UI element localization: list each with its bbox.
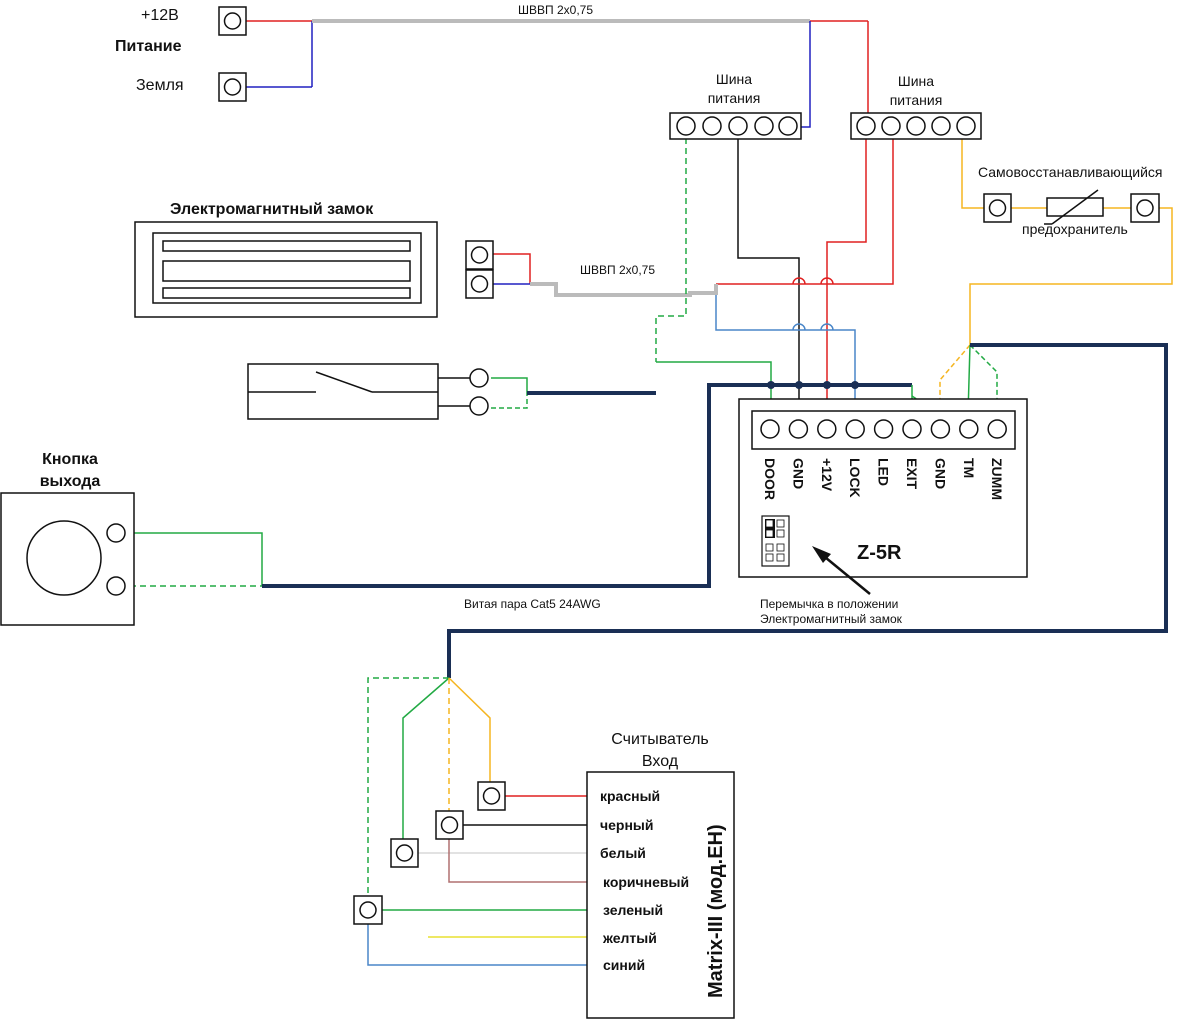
terminal-circle-door bbox=[760, 419, 780, 439]
reader-wire-label: желтый bbox=[602, 930, 657, 946]
reader-wire-labels: красный черный белый коричневый зеленый желты… bbox=[600, 788, 689, 973]
exit-wire bbox=[130, 532, 263, 586]
reader-terminal-black bbox=[435, 810, 464, 840]
terminal-label-gnd: GND bbox=[932, 458, 948, 489]
bus-right-label-1: Шина bbox=[898, 73, 934, 89]
terminal-circle-tm bbox=[959, 419, 979, 439]
lock-title: Электромагнитный замок bbox=[170, 201, 374, 218]
jumper-note-2: Электромагнитный замок bbox=[760, 612, 903, 626]
terminal-circle-exit bbox=[902, 419, 922, 439]
terminal-label-led: LED bbox=[876, 458, 892, 486]
reader-cable bbox=[447, 343, 1168, 678]
lock-minus-wire bbox=[715, 284, 856, 415]
exit-cable bbox=[262, 383, 912, 588]
power-bus-right bbox=[850, 112, 982, 140]
reader-terminal-red bbox=[477, 781, 506, 811]
controller-terminal-circles bbox=[760, 419, 1007, 439]
terminal-label-door: DOOR bbox=[762, 458, 778, 500]
wire-crossing-hops bbox=[792, 277, 834, 331]
reader-wire-label: синий bbox=[603, 957, 645, 973]
fuse-terminal-out bbox=[1130, 193, 1160, 223]
reader-yellow-wire bbox=[448, 677, 491, 782]
power-ground-label: Земля bbox=[136, 77, 184, 94]
fuse-terminal-in bbox=[983, 193, 1012, 223]
lock-terminals bbox=[465, 240, 494, 299]
gnd-wire bbox=[737, 127, 800, 415]
terminal-circle-gnd bbox=[930, 419, 951, 439]
bus-left-label-1: Шина bbox=[716, 71, 752, 87]
jumper-block bbox=[761, 515, 790, 567]
fuse-in-wire bbox=[961, 138, 985, 209]
terminal-circle-plus12v bbox=[817, 419, 837, 439]
exit-button bbox=[0, 492, 135, 626]
terminal-label-lock: LOCK bbox=[847, 458, 863, 498]
door-switch bbox=[247, 363, 489, 420]
fuse-symbol bbox=[1044, 189, 1104, 225]
controller-terminal-labels: DOOR GND +12V LOCK LED EXIT GND TM ZUMM bbox=[762, 458, 1005, 500]
power-cable-label: ШВВП 2х0,75 bbox=[518, 3, 593, 17]
reader-wire-label: белый bbox=[600, 845, 646, 861]
terminal-circle-gnd bbox=[788, 419, 809, 439]
terminal-label-gnd: GND bbox=[790, 458, 806, 489]
terminal-label-plus12v: +12V bbox=[819, 458, 835, 492]
terminal-circle-led bbox=[873, 419, 894, 439]
reader-wire-label: черный bbox=[600, 817, 653, 833]
reader-box bbox=[586, 771, 735, 1019]
jumper-note-1: Перемычка в положении bbox=[760, 597, 898, 611]
bus-left-label-2: питания bbox=[708, 90, 761, 106]
reader-terminal-green bbox=[353, 895, 383, 925]
exit-button-title-1: Кнопка bbox=[42, 451, 98, 468]
fuse-label-1: Самовосстанавливающийся bbox=[978, 164, 1163, 180]
exit-button-title-2: выхода bbox=[40, 473, 101, 490]
reader-wire-label: зеленый bbox=[603, 902, 663, 918]
lock-cable-label: ШВВП 2х0,75 bbox=[580, 263, 655, 277]
reader-wire-brown bbox=[448, 838, 587, 883]
power-bus-left bbox=[669, 112, 802, 140]
lock-red-wire bbox=[493, 253, 531, 284]
reader-wire-blue bbox=[367, 924, 587, 966]
reader-green-wire bbox=[402, 677, 450, 840]
door-switch-wire bbox=[491, 377, 528, 393]
reader-wire-label: красный bbox=[600, 788, 660, 804]
terminal-label-zumm: ZUMM bbox=[989, 458, 1005, 500]
door-switch-wire-dashed bbox=[491, 393, 528, 409]
power-blue-to-bus bbox=[790, 21, 811, 128]
reader-model: Matrix-III (мод.EH) bbox=[705, 824, 727, 998]
door-wire bbox=[656, 361, 772, 415]
bus-right-label-2: питания bbox=[890, 92, 943, 108]
power-plus-label: +12В bbox=[141, 7, 179, 24]
door-dashed-wire bbox=[655, 138, 687, 362]
lock-plus-wire bbox=[716, 127, 894, 285]
cable-junction-dots bbox=[767, 381, 859, 389]
twisted-pair-label: Витая пара Cat5 24AWG bbox=[464, 597, 601, 611]
terminal-circle-zumm bbox=[987, 419, 1007, 439]
power-title: Питание bbox=[115, 38, 182, 55]
reader-title-2: Вход bbox=[642, 753, 679, 770]
reader-title-1: Считыватель bbox=[611, 731, 709, 748]
electromagnetic-lock bbox=[134, 221, 438, 318]
lock-cable bbox=[530, 282, 718, 297]
jumper-pointer-arrow bbox=[812, 546, 871, 595]
power-plus-terminal bbox=[218, 6, 247, 36]
terminal-circle-lock bbox=[845, 419, 865, 439]
fuse-label-2: предохранитель bbox=[1022, 221, 1128, 237]
plus12-wire bbox=[826, 127, 867, 415]
controller-name: Z-5R bbox=[857, 542, 902, 564]
fuse-out-wire bbox=[969, 207, 1173, 345]
terminal-label-exit: EXIT bbox=[904, 458, 920, 490]
reader-green-dashed bbox=[367, 677, 449, 897]
reader-terminal-white bbox=[390, 838, 419, 868]
terminal-label-tm: TM bbox=[961, 458, 977, 478]
reader-wire-label: коричневый bbox=[603, 874, 689, 890]
power-ground-terminal bbox=[218, 72, 247, 102]
